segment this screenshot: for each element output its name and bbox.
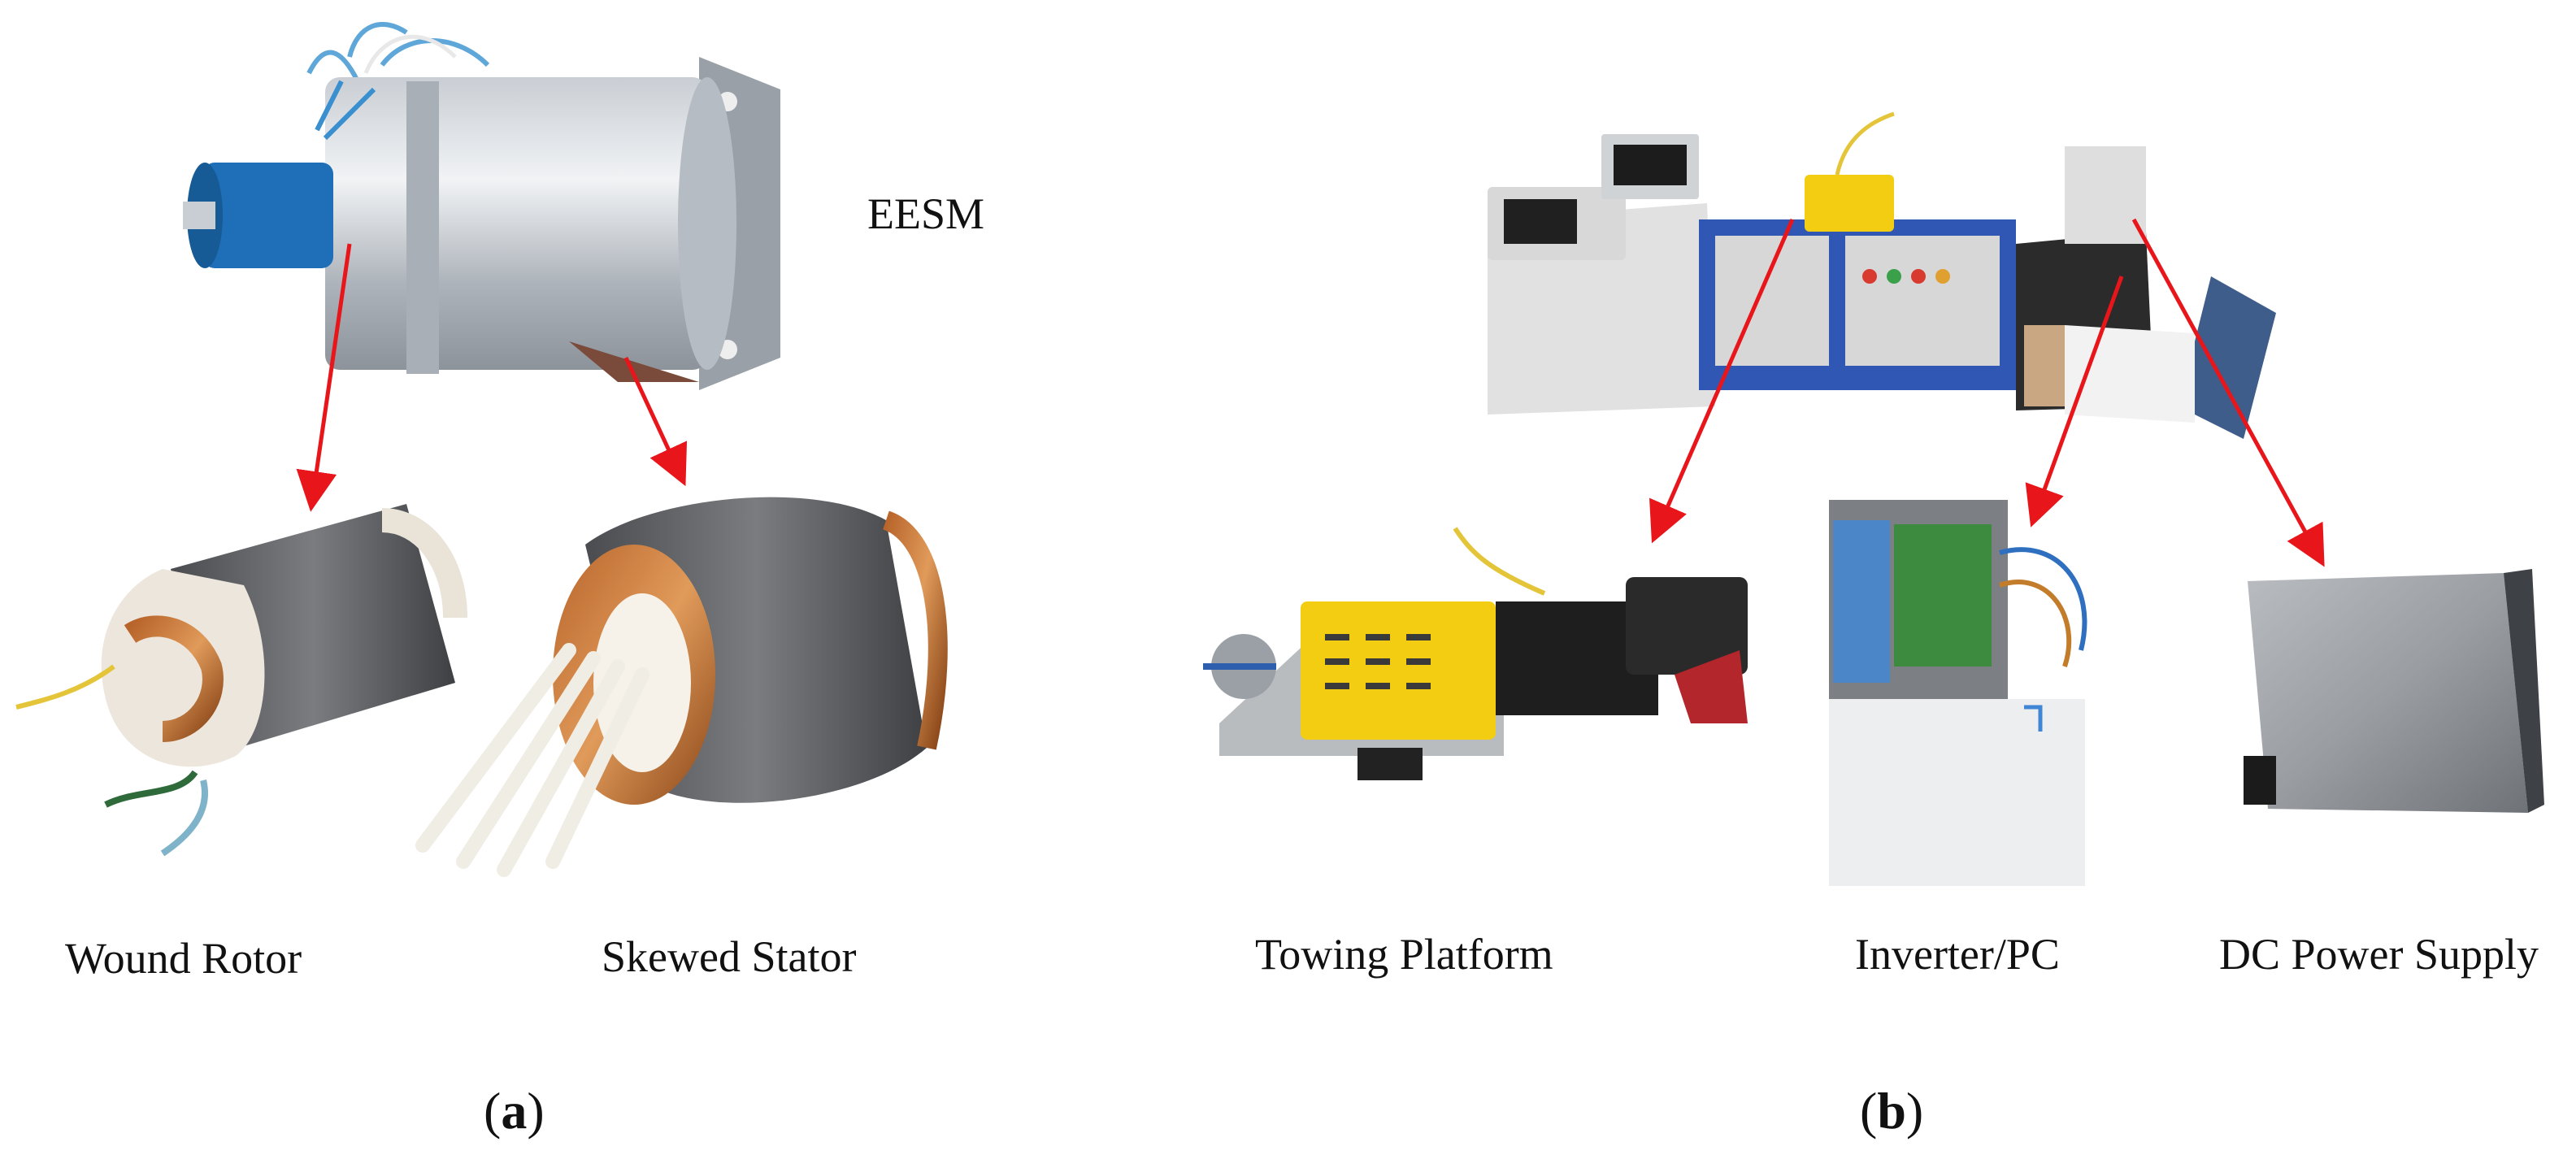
- towing-platform-photo: [1203, 527, 1748, 780]
- arrow-to-skewed-stator: [623, 356, 688, 487]
- wound-rotor-photo: [15, 504, 467, 857]
- panel-a-tag: (a): [484, 1082, 545, 1140]
- inverter-pc-photo: [1829, 500, 2087, 886]
- towing-platform-label: Towing Platform: [1255, 930, 1553, 979]
- eesm-motor-photo: [183, 22, 780, 390]
- arrow-to-towing-platform: [1649, 219, 1795, 544]
- eesm-label: EESM: [867, 189, 985, 238]
- arrow-to-dc-power-supply: [2131, 218, 2325, 567]
- test-bench-photo: [1488, 111, 2276, 439]
- dc-power-supply-photo: [2244, 569, 2544, 813]
- arrow-to-inverter-pc: [2025, 276, 2124, 528]
- inverter-pc-label: Inverter/PC: [1855, 930, 2060, 979]
- wound-rotor-label: Wound Rotor: [65, 934, 302, 983]
- panel-b-tag: (b): [1860, 1082, 1924, 1140]
- arrow-to-wound-rotor: [296, 243, 352, 512]
- skewed-stator-photo: [415, 497, 948, 877]
- skewed-stator-label: Skewed Stator: [602, 932, 857, 981]
- dc-power-supply-label: DC Power Supply: [2219, 930, 2539, 979]
